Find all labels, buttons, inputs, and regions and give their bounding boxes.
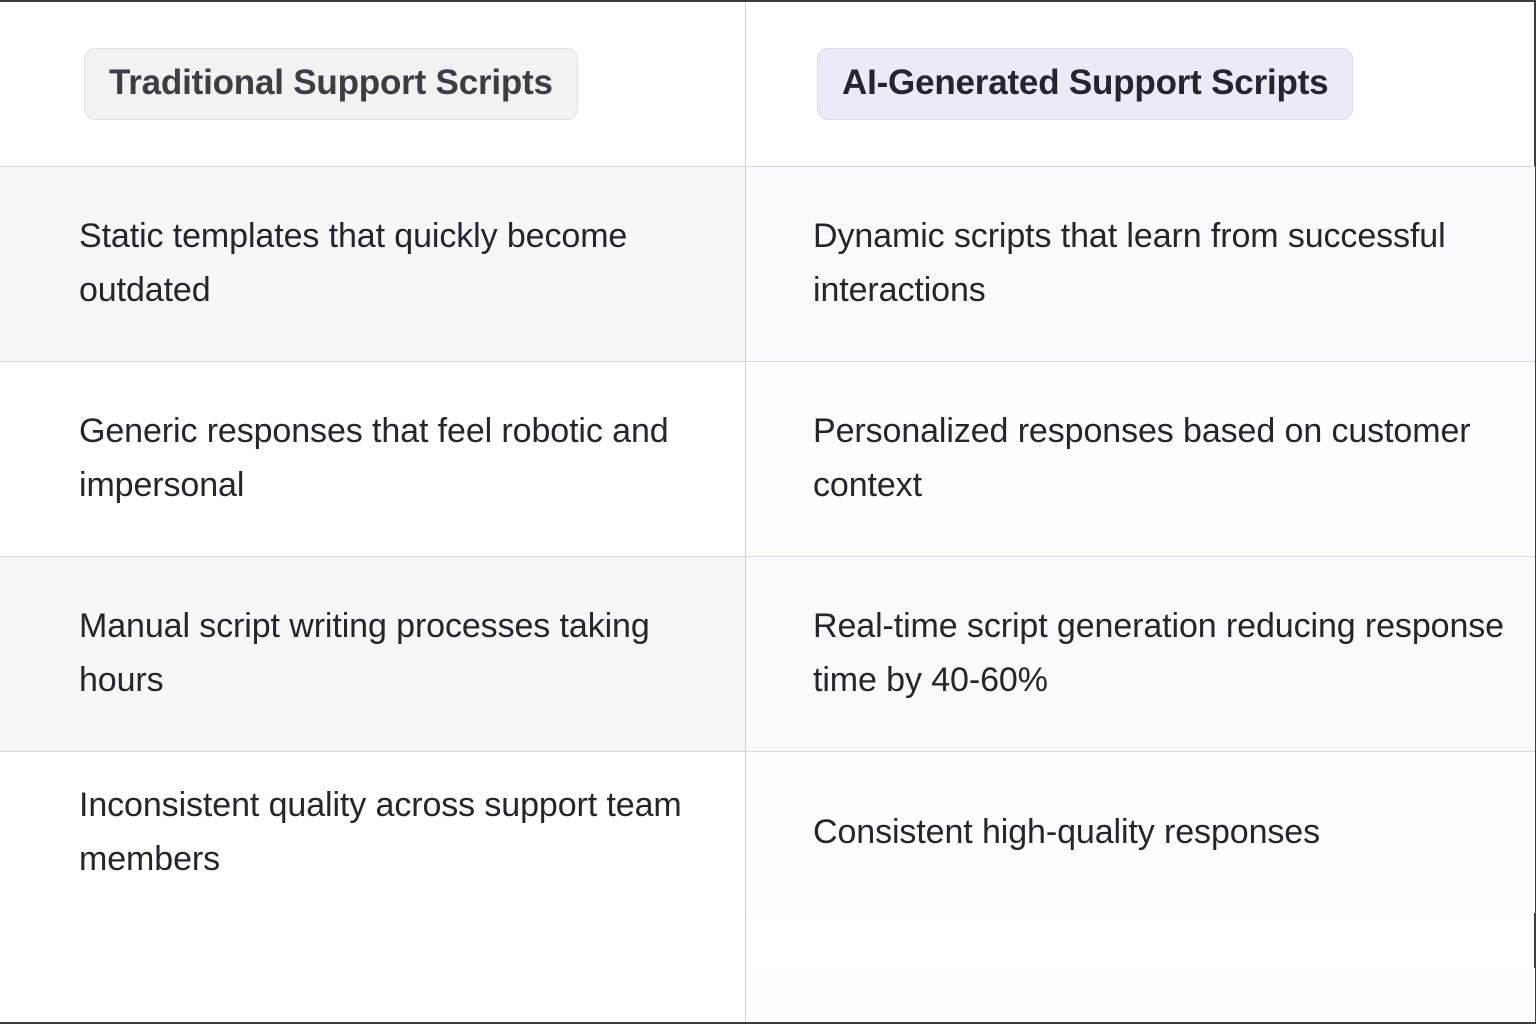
row-rule-4-right: [746, 913, 1535, 914]
column-header-traditional: Traditional Support Scripts: [0, 2, 745, 166]
table-row: Personalized responses based on customer…: [746, 362, 1535, 556]
table-row: Generic responses that feel robotic and …: [0, 362, 745, 556]
table-row: Manual script writing processes taking h…: [0, 557, 745, 751]
column-divider-seg-0: [745, 166, 746, 167]
table-row: Consistent high-quality responses: [746, 752, 1535, 914]
row-rule-3-left: [0, 751, 745, 752]
column-divider-header: [745, 2, 746, 166]
column-divider-row-3: [745, 557, 746, 751]
column-header-ai: AI-Generated Support Scripts: [746, 2, 1535, 166]
column-divider-row-2: [745, 362, 746, 556]
row-rule-4-left: [0, 913, 745, 914]
table-row: Static templates that quickly become out…: [0, 167, 745, 361]
column-divider-bottom: [745, 968, 746, 1022]
cell-text-ai-4: Consistent high-quality responses: [813, 812, 1320, 851]
cell-text-ai-2: Personalized responses based on customer…: [813, 412, 1471, 504]
cell-text-traditional-1: Static templates that quickly become out…: [79, 217, 628, 309]
cell-text-ai-3: Real-time script generation reducing res…: [813, 607, 1504, 699]
header-bottom-rule: [0, 166, 745, 167]
cell-text-traditional-4: Inconsistent quality across support team…: [79, 785, 682, 878]
table-bottom-space-right: [746, 968, 1535, 1022]
row-rule-2-left: [0, 556, 745, 557]
row-rule-3-right: [746, 751, 1535, 752]
row-rule-1-right: [746, 361, 1535, 362]
column-divider-seg-1: [745, 361, 746, 362]
column-header-badge-ai: AI-Generated Support Scripts: [817, 48, 1354, 120]
cell-text-traditional-2: Generic responses that feel robotic and …: [79, 412, 669, 504]
table-bottom-space-left: [0, 968, 745, 1022]
column-divider-seg-4: [745, 913, 746, 969]
column-divider-seg-3: [745, 751, 746, 752]
column-divider-row-1: [745, 167, 746, 361]
cell-text-ai-1: Dynamic scripts that learn from successf…: [813, 217, 1446, 309]
column-divider-seg-2: [745, 556, 746, 557]
row-rule-1-left: [0, 361, 745, 362]
column-header-badge-traditional: Traditional Support Scripts: [84, 48, 578, 120]
cell-text-traditional-3: Manual script writing processes taking h…: [79, 607, 650, 699]
table-row: Dynamic scripts that learn from successf…: [746, 167, 1535, 361]
table-row: Inconsistent quality across support team…: [0, 752, 745, 914]
row-rule-2-right: [746, 556, 1535, 557]
header-bottom-rule-right: [746, 166, 1535, 167]
table-row: Real-time script generation reducing res…: [746, 557, 1535, 751]
column-divider-row-4: [745, 752, 746, 914]
